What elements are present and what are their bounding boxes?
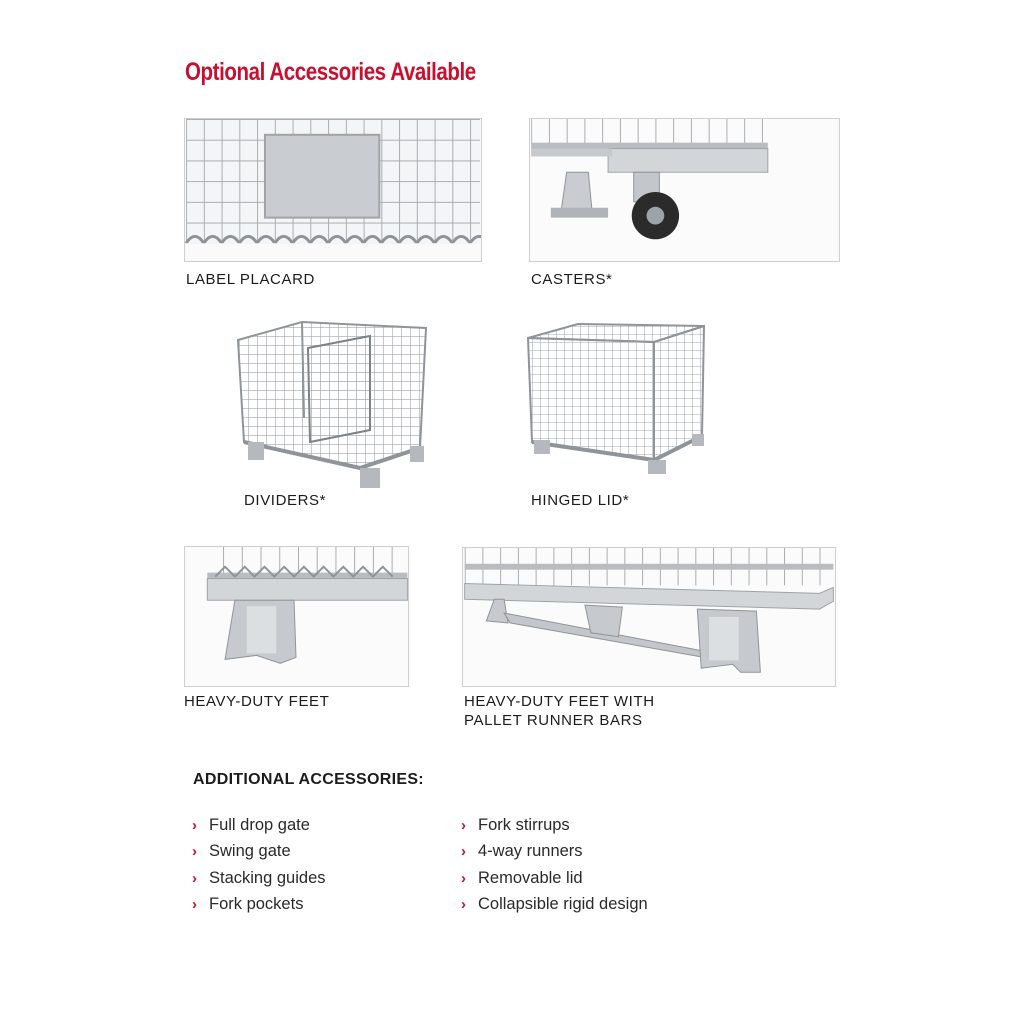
dividers-photo [230,318,430,493]
list-item-label: 4-way runners [478,842,583,861]
heavy-duty-feet-photo [184,546,409,687]
additional-accessories-list-right: › Fork stirrups › 4-way runners › Removable… [461,812,648,918]
hinged-lid-caption: HINGED LID* [531,492,630,509]
label-placard-photo [184,118,482,262]
list-item-label: Full drop gate [209,815,310,834]
dividers-caption: DIVIDERS* [244,492,327,509]
list-item-label: Collapsible rigid design [478,895,648,914]
chevron-right-icon: › [461,869,466,887]
list-item-label: Swing gate [209,842,291,861]
additional-accessories-heading: ADDITIONAL ACCESSORIES: [193,771,424,788]
chevron-right-icon: › [192,896,197,914]
additional-accessories-list-left: › Full drop gate › Swing gate › Stacking gu… [192,812,326,918]
chevron-right-icon: › [461,896,466,914]
list-item: › Fork pockets [192,892,326,919]
casters-caption: CASTERS* [531,271,613,288]
list-item: › Stacking guides [192,865,326,892]
pallet-runner-bars-photo [462,547,836,687]
list-item: › Collapsible rigid design [461,892,648,919]
list-item-label: Stacking guides [209,868,326,887]
chevron-right-icon: › [192,816,197,834]
list-item-label: Fork stirrups [478,815,570,834]
list-item-label: Removable lid [478,868,583,887]
chevron-right-icon: › [461,816,466,834]
hinged-lid-photo [524,318,709,478]
pallet-runner-bars-caption-line1: HEAVY-DUTY FEET WITH [464,693,655,710]
heavy-duty-feet-caption: HEAVY-DUTY FEET [184,693,330,710]
list-item: › Fork stirrups [461,812,648,839]
pallet-runner-bars-caption-line2: PALLET RUNNER BARS [464,712,643,729]
chevron-right-icon: › [192,869,197,887]
list-item: › Full drop gate [192,812,326,839]
label-placard-caption: LABEL PLACARD [186,271,315,288]
casters-photo [529,118,840,262]
list-item: › 4-way runners [461,839,648,866]
page-title: Optional Accessories Available [185,58,476,86]
list-item: › Removable lid [461,865,648,892]
chevron-right-icon: › [192,843,197,861]
list-item-label: Fork pockets [209,895,304,914]
list-item: › Swing gate [192,839,326,866]
chevron-right-icon: › [461,843,466,861]
